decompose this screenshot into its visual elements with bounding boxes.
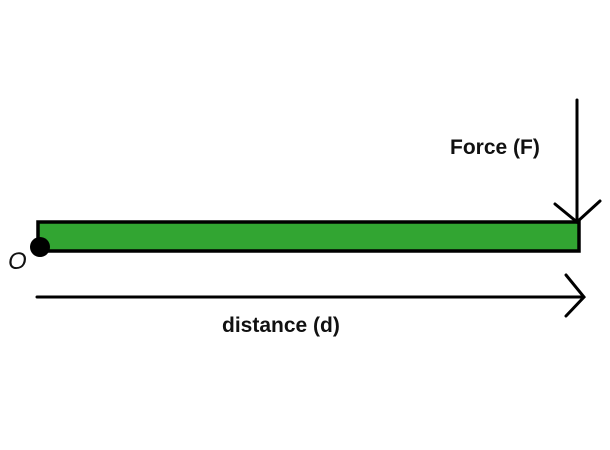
distance-label: distance (d) [222, 314, 340, 337]
distance-arrow [35, 273, 586, 318]
lever-bar [36, 220, 581, 253]
force-arrow [553, 98, 602, 224]
force-label: Force (F) [450, 136, 540, 159]
pivot-point [30, 237, 50, 257]
origin-label: O [8, 248, 27, 275]
